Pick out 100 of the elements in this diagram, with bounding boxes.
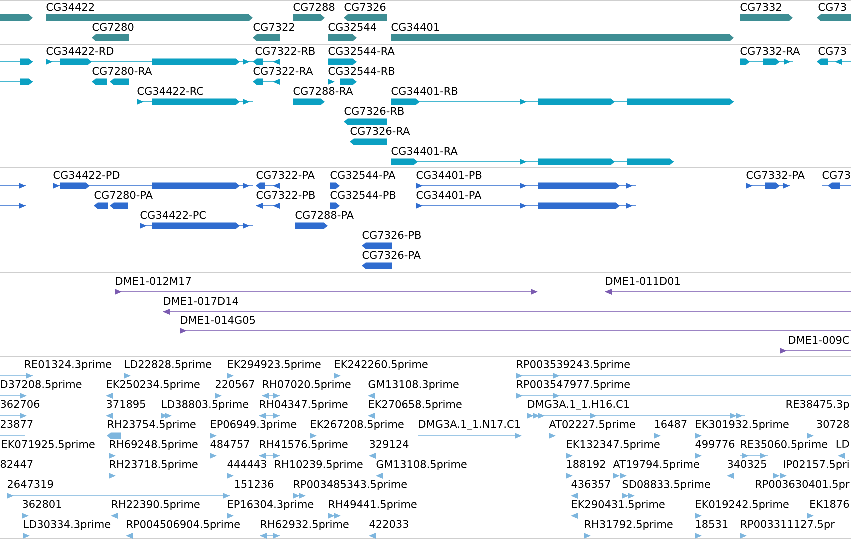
est-label: EK019242.5prime xyxy=(696,500,789,510)
transcript-label: CG7288-RA xyxy=(294,87,354,96)
transcript-label: CG34401-RA xyxy=(392,147,458,156)
transcript-label: CG7332-RA xyxy=(740,47,800,56)
est-label: RE01324.3prime xyxy=(25,360,112,370)
est-label: GM13108.3prime xyxy=(368,380,459,390)
gene-label: CG7326 xyxy=(344,3,386,12)
est-label: EK301932.5prime xyxy=(696,420,789,430)
est-label: RE38475.3p xyxy=(786,400,850,410)
protein-label: CG34401-PB xyxy=(416,171,482,180)
transcript-label: CG32544-RB xyxy=(328,67,395,76)
est-label: 30728 xyxy=(817,420,850,428)
est-label: 18531 xyxy=(696,520,728,528)
est-label: 220567 xyxy=(216,380,254,388)
protein-label: CG34422-PD xyxy=(54,171,120,180)
est-label: 82447 xyxy=(0,460,33,468)
transcript-label: CG7322-RA xyxy=(254,67,314,76)
gene-label: CG7288 xyxy=(294,3,335,12)
est-label: 499776 xyxy=(696,440,735,448)
protein-label: CG7280-PA xyxy=(94,191,153,200)
est-label: EP06949.3prime xyxy=(211,420,297,430)
transcript-label: CG34401-RB xyxy=(392,87,458,96)
transcript-label: CG73 xyxy=(818,47,846,56)
est-label: EK1876 xyxy=(810,500,850,508)
clone-label: DME1-017D14 xyxy=(164,297,238,306)
est-label: LD30334.3prime xyxy=(24,520,111,530)
est-label: 484757 xyxy=(210,440,250,448)
gene-label: CG7280 xyxy=(92,23,134,32)
est-label: 329124 xyxy=(370,440,409,448)
est-label: 436357 xyxy=(572,480,610,488)
est-label: RP003539243.5prime xyxy=(517,360,630,370)
protein-label: CG73 xyxy=(822,171,850,180)
est-label: RH41576.5prime xyxy=(260,440,348,450)
protein-label: CG32544-PA xyxy=(330,171,396,180)
est-label: EK242260.5prime xyxy=(335,360,428,370)
est-label: RH04347.5prime xyxy=(260,400,348,410)
est-label: AT02227.5prime xyxy=(549,420,636,430)
protein-label: CG7288-PA xyxy=(296,211,354,220)
transcript-label: CG7280-RA xyxy=(92,67,152,76)
est-label: RH62932.5prime xyxy=(261,520,349,530)
est-label: EP16304.3prime xyxy=(228,500,314,510)
protein-label: CG7332-PA xyxy=(746,171,805,180)
est-label: 362706 xyxy=(1,400,40,408)
est-label: 362801 xyxy=(23,500,62,508)
est-label: 371895 xyxy=(107,400,146,408)
gene-label: CG32544 xyxy=(328,23,376,32)
est-label: 444443 xyxy=(228,460,266,468)
est-label: RP003485343.5prime xyxy=(294,480,407,490)
protein-label: CG7326-PB xyxy=(362,231,421,240)
clone-label: DME1-009C xyxy=(789,336,850,344)
est-label: RH22390.5prime xyxy=(112,500,200,510)
est-label: DMG3A.1_1.H16.C1 xyxy=(528,400,630,410)
est-label: RH31792.5prime xyxy=(585,520,673,530)
est-label: 422033 xyxy=(370,520,408,528)
est-label: D37208.5prime xyxy=(1,380,82,390)
est-label: RH49441.5prime xyxy=(329,500,417,510)
gene-label: CG7332 xyxy=(740,3,782,12)
gene-label: CG73 xyxy=(818,3,846,12)
est-label: RH69248.5prime xyxy=(110,440,198,450)
est-label: 2647319 xyxy=(8,480,54,488)
transcript-label: CG7326-RA xyxy=(350,127,410,136)
protein-label: CG34401-PA xyxy=(416,191,482,200)
est-label: LD38803.5prime xyxy=(162,400,249,410)
est-label: RE35060.5prime xyxy=(741,440,828,450)
est-label: 151236 xyxy=(235,480,274,488)
est-label: RH10239.5prime xyxy=(275,460,363,470)
est-label: EK270658.5prime xyxy=(369,400,462,410)
gene-label: CG7322 xyxy=(254,23,294,32)
clone-label: DME1-014G05 xyxy=(181,316,256,324)
est-label: EK250234.5prime xyxy=(107,380,200,390)
est-label: SD08833.5prime xyxy=(622,480,710,490)
est-label: RH07020.5prime xyxy=(263,380,351,390)
est-label: AT19794.5prime xyxy=(613,460,700,470)
transcript-label: CG34422-RC xyxy=(138,87,204,96)
est-label: LD xyxy=(836,440,850,448)
transcript-label: CG34422-RD xyxy=(46,47,114,56)
est-label: GM13108.5prime xyxy=(376,460,467,470)
est-label: 23877 xyxy=(0,420,33,428)
est-label: EK132347.5prime xyxy=(567,440,660,450)
est-label: 188192 xyxy=(567,460,606,468)
transcript-label: CG32544-RA xyxy=(328,47,395,56)
est-label: RP004506904.5prime xyxy=(127,520,240,530)
est-label: RP003547977.5prime xyxy=(517,380,630,390)
clone-label: DME1-012M17 xyxy=(116,277,191,286)
est-label: 16487 xyxy=(655,420,687,428)
protein-label: CG7322-PA xyxy=(256,171,315,180)
protein-label: CG32544-PB xyxy=(330,191,396,200)
protein-label: CG7326-PA xyxy=(362,251,421,260)
est-label: 340325 xyxy=(728,460,766,468)
est-label: IP02157.5pri xyxy=(784,460,849,470)
est-label: EK290431.5prime xyxy=(572,500,665,510)
protein-label: CG34422-PC xyxy=(140,211,206,220)
est-label: DMG3A.1_1.N17.C1 xyxy=(419,420,520,430)
est-label: EK294923.5prime xyxy=(228,360,321,370)
est-label: RH23718.5prime xyxy=(110,460,198,470)
protein-label: CG7322-PB xyxy=(256,191,315,200)
est-label: LD22828.5prime xyxy=(125,360,212,370)
clone-label: DME1-011D01 xyxy=(606,277,680,286)
transcript-label: CG7326-RB xyxy=(344,107,404,116)
est-label: EK071925.5prime xyxy=(2,440,95,450)
